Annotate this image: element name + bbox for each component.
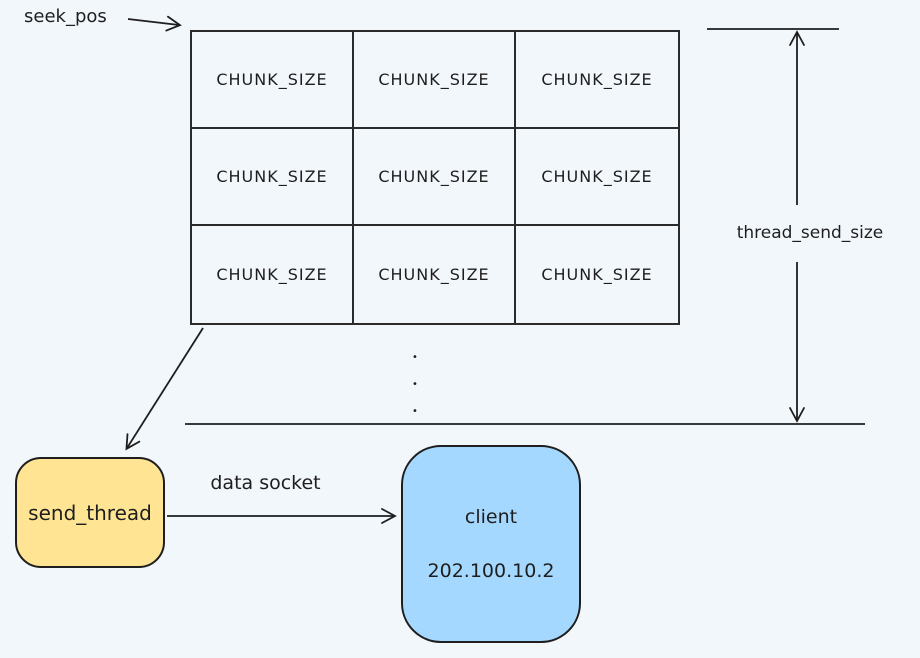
chunk-cell: CHUNK_SIZE bbox=[192, 32, 354, 129]
chunk-cell: CHUNK_SIZE bbox=[354, 32, 516, 129]
client-label: client bbox=[464, 506, 518, 528]
client-node: client 202.100.10.2 bbox=[401, 445, 581, 643]
client-ip: 202.100.10.2 bbox=[427, 560, 555, 582]
chunk-cell: CHUNK_SIZE bbox=[354, 129, 516, 226]
chunk-cell: CHUNK_SIZE bbox=[192, 129, 354, 226]
chunk-grid: CHUNK_SIZE CHUNK_SIZE CHUNK_SIZE CHUNK_S… bbox=[190, 30, 680, 325]
thread-send-size-label: thread_send_size bbox=[736, 223, 884, 243]
chunk-cell: CHUNK_SIZE bbox=[192, 226, 354, 323]
chunk-cell: CHUNK_SIZE bbox=[541, 265, 653, 284]
chunk-cell: CHUNK_SIZE bbox=[516, 129, 678, 226]
send-thread-node: send_thread bbox=[15, 457, 165, 568]
ellipsis-dot: • bbox=[412, 352, 418, 363]
grid-to-send-thread-arrow bbox=[125, 327, 204, 451]
chunk-cell: CHUNK_SIZE bbox=[516, 32, 678, 129]
seek-pos-label: seek_pos bbox=[24, 6, 107, 27]
ellipsis-dot: • bbox=[412, 406, 418, 417]
vertical-ellipsis: • • • bbox=[412, 353, 418, 417]
seek-pos-arrow bbox=[127, 15, 182, 32]
send-thread-label: send_thread bbox=[28, 500, 152, 525]
data-socket-label: data socket bbox=[210, 472, 321, 494]
chunk-cell: CHUNK_SIZE bbox=[354, 226, 516, 323]
ellipsis-dot: • bbox=[412, 379, 418, 390]
